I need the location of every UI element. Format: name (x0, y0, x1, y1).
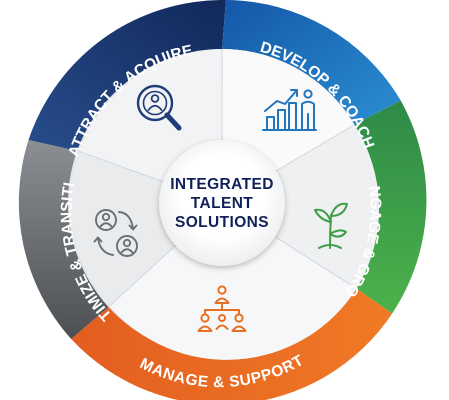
org-chart-icon (197, 285, 247, 332)
center-title-line-3: SOLUTIONS (175, 214, 269, 231)
segment-optimize[interactable] (18, 140, 110, 339)
outer-ring (18, 0, 427, 400)
magnifier-person-icon (136, 84, 182, 131)
center-title-line-2: TALENT (191, 195, 254, 212)
segment-attract[interactable] (28, 0, 226, 152)
segment-engage[interactable] (354, 100, 427, 314)
segment-manage[interactable] (71, 288, 393, 400)
segment-develop[interactable] (222, 0, 401, 125)
center-hub: INTEGRATED TALENT SOLUTIONS (159, 140, 285, 266)
people-cycle-icon (93, 209, 138, 257)
sprout-icon (314, 202, 348, 249)
center-title-line-1: INTEGRATED (170, 176, 274, 193)
growth-chart-person-icon (262, 89, 317, 131)
